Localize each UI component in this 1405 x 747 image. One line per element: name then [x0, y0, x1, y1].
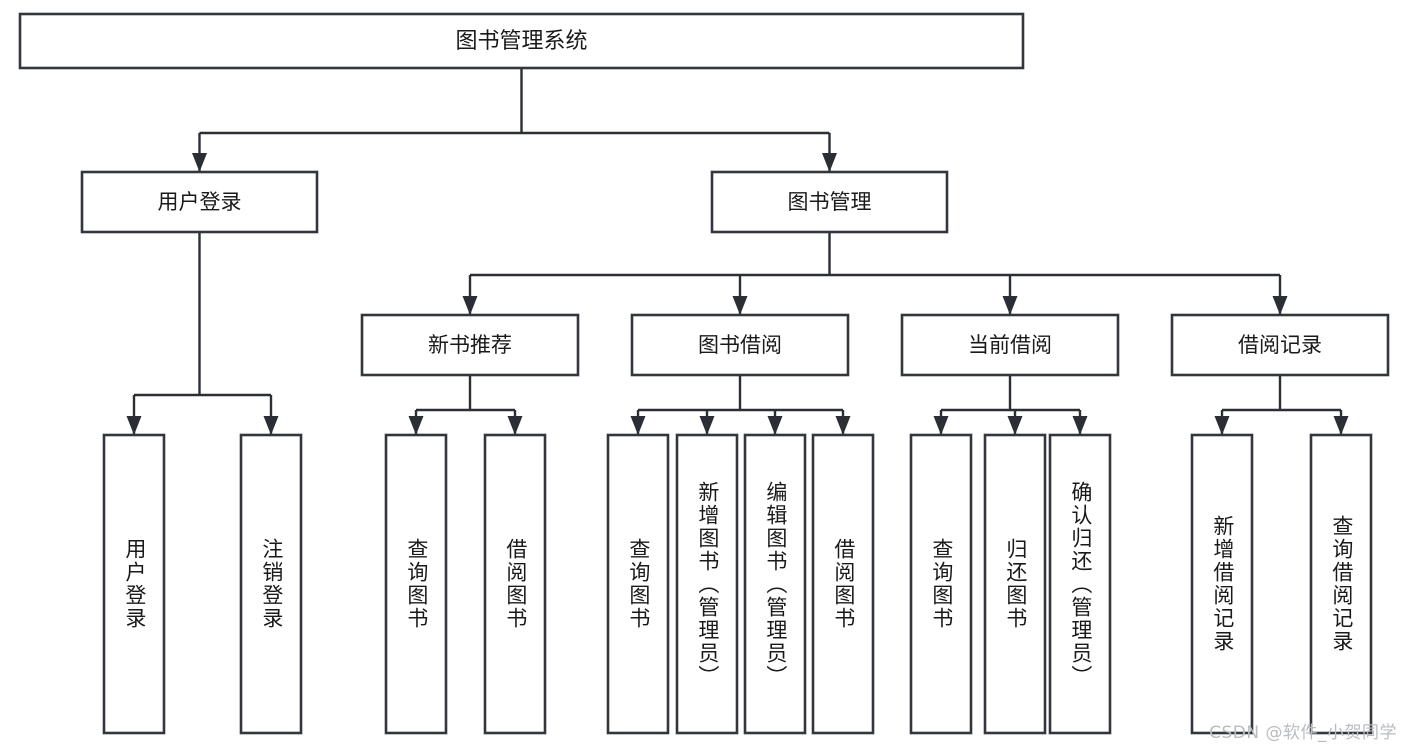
node-leaf-query-book-rec[interactable]	[384, 433, 448, 735]
node-book-manage[interactable]	[710, 170, 949, 234]
arrow-head-icon	[1072, 416, 1088, 435]
arrow-head-icon	[408, 416, 424, 435]
node-boxes-layer	[18, 12, 1390, 735]
arrow-head-icon	[192, 153, 207, 172]
arrow-head-icon	[1007, 416, 1023, 435]
node-book-manage-label: 图书管理	[788, 190, 872, 214]
node-leaf-add-record[interactable]	[1190, 433, 1254, 735]
node-leaf-return-book[interactable]	[983, 433, 1047, 735]
node-leaf-confirm-return[interactable]	[1048, 433, 1112, 735]
arrow-head-icon	[1002, 296, 1018, 315]
arrow-head-icon	[507, 416, 523, 435]
node-borrow-record[interactable]	[1170, 313, 1390, 377]
arrow-head-icon	[835, 416, 851, 435]
node-root-label: 图书管理系统	[455, 29, 587, 54]
arrow-head-icon	[263, 416, 279, 435]
node-borrow-record-label: 借阅记录	[1238, 333, 1322, 357]
arrow-head-icon	[630, 416, 646, 435]
arrow-head-icon	[462, 296, 478, 315]
node-leaf-borrow-book[interactable]	[811, 433, 875, 735]
node-leaf-query-record[interactable]	[1309, 433, 1373, 735]
node-leaf-add-book[interactable]	[675, 433, 739, 735]
arrow-head-icon	[1272, 296, 1288, 315]
node-current-borrow[interactable]	[900, 313, 1120, 377]
node-current-borrow-label: 当前借阅	[968, 333, 1052, 357]
csdn-watermark: CSDN @软件_小贺同学	[1209, 723, 1397, 743]
node-book-borrow[interactable]	[630, 313, 850, 377]
arrow-head-icon	[699, 416, 715, 435]
arrow-head-icon	[933, 416, 949, 435]
arrow-head-icon	[732, 296, 748, 315]
node-leaf-borrow-book-rec[interactable]	[483, 433, 547, 735]
arrow-head-icon	[767, 416, 783, 435]
arrow-head-icon	[822, 153, 837, 172]
node-new-book-rec-label: 新书推荐	[428, 333, 512, 357]
node-leaf-logout[interactable]	[239, 433, 303, 735]
node-leaf-edit-book[interactable]	[743, 433, 807, 735]
node-user-login[interactable]	[80, 170, 319, 234]
arrow-head-icon	[1214, 416, 1230, 435]
node-new-book-rec[interactable]	[360, 313, 580, 377]
node-leaf-query-book-borrow[interactable]	[606, 433, 670, 735]
node-leaf-user-login[interactable]	[102, 433, 166, 735]
arrow-head-icon	[1333, 416, 1349, 435]
node-root[interactable]	[18, 12, 1025, 70]
node-user-login-label: 用户登录	[158, 190, 242, 214]
connector-edges-layer	[126, 68, 1349, 435]
node-book-borrow-label: 图书借阅	[698, 333, 782, 357]
node-leaf-query-book-cur[interactable]	[909, 433, 973, 735]
arrow-head-icon	[126, 416, 142, 435]
